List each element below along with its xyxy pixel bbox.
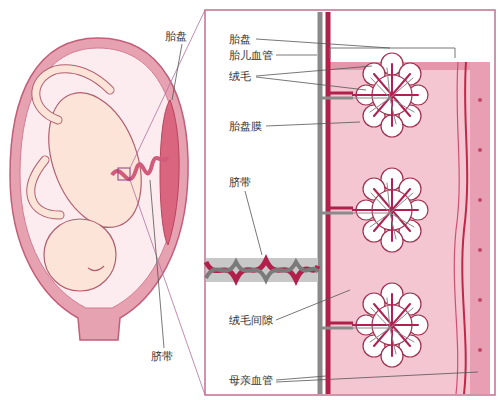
part-label: 脐带 [150, 350, 174, 363]
villus [352, 53, 428, 137]
fetus-head [44, 219, 116, 291]
zoom-line [130, 10, 205, 168]
cord-vein [206, 262, 318, 280]
placenta-shape [160, 100, 179, 245]
leader-lines [150, 39, 478, 382]
maternal-vessel [454, 62, 459, 394]
fetus-face [88, 266, 104, 271]
inset-frame [205, 10, 495, 395]
part-label: 母亲血管 [228, 374, 274, 387]
villus [352, 168, 428, 252]
uterus-cavity [20, 48, 178, 308]
uterine-wall-layer [470, 62, 490, 394]
fetus [31, 69, 159, 291]
fetus-body [32, 80, 159, 240]
maternal-vessel [462, 62, 467, 394]
part-label: 绒毛 [228, 70, 252, 83]
uterus [10, 38, 188, 340]
fetus-arm [31, 160, 60, 215]
umbilical-cord [112, 158, 168, 179]
placenta-bracket [330, 48, 455, 58]
zoom-marker [118, 168, 130, 180]
cord-band [206, 258, 318, 282]
part-label: 胎盘膜 [228, 120, 263, 133]
vessel-branches [322, 93, 353, 328]
fetus-arm-outline [31, 160, 60, 215]
part-label: 脐带 [228, 176, 252, 189]
wall-dots [478, 98, 482, 352]
zoom-line [130, 180, 205, 395]
part-label: 绒毛间隙 [228, 314, 274, 327]
cord-artery [206, 260, 318, 280]
villus [352, 283, 428, 367]
fetal-vessel [318, 12, 323, 394]
umbilical-cord-detail [206, 258, 318, 282]
uterus-wall [10, 38, 188, 340]
fetus-leg-outline [36, 69, 110, 120]
part-label: 胎盘 [228, 33, 252, 46]
part-label: 胎盘 [164, 30, 188, 43]
fetus-leg [36, 69, 110, 120]
part-label: 胎儿血管 [228, 49, 274, 62]
